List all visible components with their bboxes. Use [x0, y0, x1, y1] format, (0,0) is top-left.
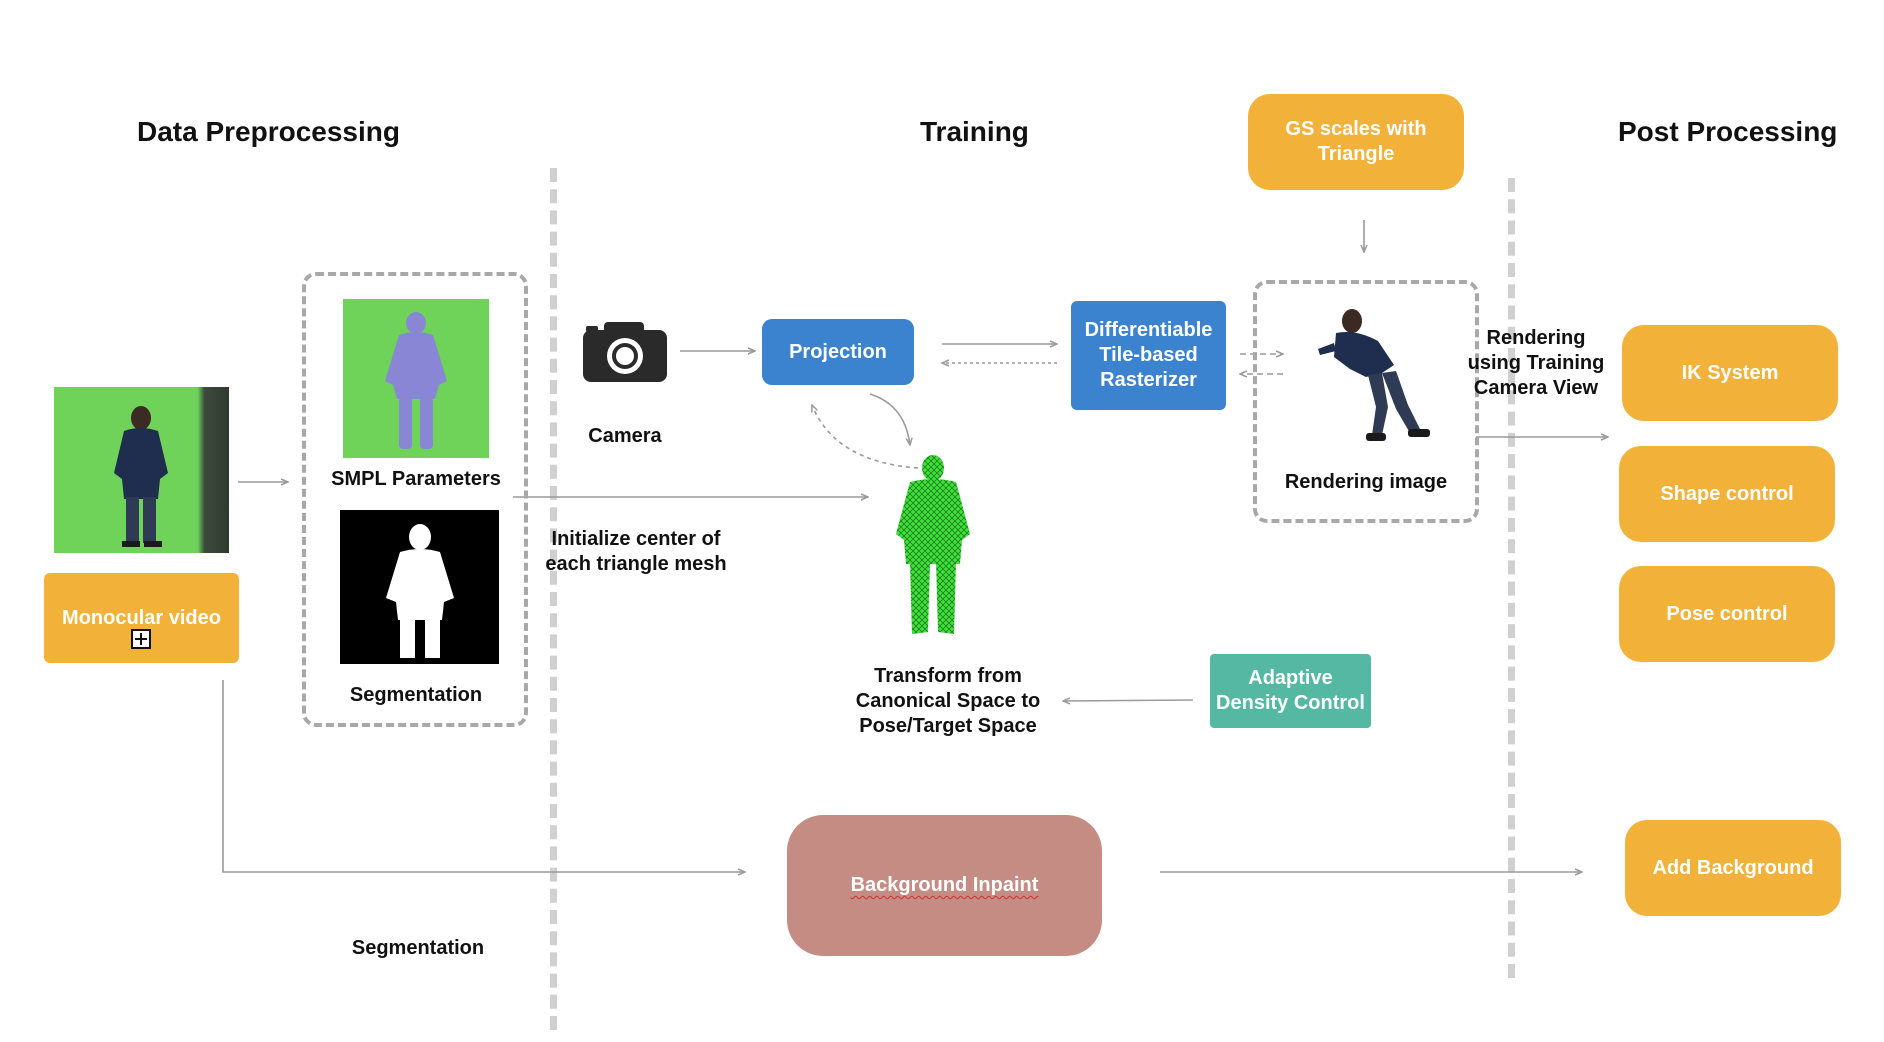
camera-label: Camera — [588, 425, 662, 447]
smpl-body-figure — [385, 312, 447, 449]
rendered-person-image — [1316, 303, 1436, 447]
rasterizer-label: Differentiable Tile-based Rasterizer — [1084, 319, 1213, 391]
pose-control-box: Pose control — [1619, 566, 1835, 662]
smpl-parameters-label: SMPL Parameters — [331, 468, 501, 490]
pose-control-label: Pose control — [1666, 602, 1788, 625]
adaptive-density-label: Adaptive Density Control — [1216, 667, 1365, 714]
rendering-image-label: Rendering image — [1284, 471, 1448, 493]
background-inpaint-label: Background Inpaint — [850, 874, 1039, 896]
ik-system-box: IK System — [1622, 325, 1838, 421]
triangle-mesh-figure — [880, 452, 986, 642]
preprocessing-frame — [302, 272, 528, 727]
projection-label: Projection — [789, 340, 887, 363]
arrow-adaptive-to-transform — [1063, 700, 1194, 701]
arrow-projection-to-mesh — [869, 393, 910, 445]
arrow-mesh-to-projection — [812, 405, 919, 469]
segmentation-label: Segmentation — [349, 684, 483, 706]
adaptive-density-box: Adaptive Density Control — [1210, 654, 1371, 728]
rendering-view-label: Rendering using Training Camera View — [1467, 327, 1605, 399]
monocular-video-label: Monocular video — [62, 606, 221, 629]
gs-scales-label: GS scales with Triangle — [1285, 118, 1427, 165]
ik-system-label: IK System — [1681, 361, 1779, 384]
projection-box: Projection — [762, 319, 914, 385]
segmentation-silhouette — [386, 524, 454, 658]
segmentation-bottom-label: Segmentation — [351, 937, 485, 959]
add-background-label: Add Background — [1652, 856, 1814, 879]
smpl-parameters-image — [343, 299, 489, 458]
shape-control-box: Shape control — [1619, 446, 1835, 542]
shape-control-label: Shape control — [1660, 482, 1794, 505]
rendering-frame — [1253, 280, 1479, 523]
heading-data-preprocessing: Data Preprocessing — [137, 116, 400, 147]
initialize-label: Initialize center of each triangle mesh — [545, 528, 727, 575]
rasterizer-box: Differentiable Tile-based Rasterizer — [1071, 301, 1226, 410]
heading-post-processing: Post Processing — [1618, 116, 1838, 147]
separator-right — [1508, 178, 1515, 978]
monocular-video-frame — [54, 387, 229, 553]
segmentation-mask-image — [340, 510, 499, 664]
rendered-person-figure — [1318, 309, 1430, 441]
gs-scales-box: GS scales with Triangle — [1248, 94, 1464, 190]
background-inpaint-box: Background Inpaint — [787, 815, 1102, 956]
heading-training: Training — [920, 116, 1029, 147]
separator-left — [550, 168, 557, 1030]
person-back-figure — [114, 406, 168, 547]
transform-label: Transform from Canonical Space to Pose/T… — [855, 665, 1041, 737]
expand-icon[interactable] — [131, 629, 151, 649]
add-background-box: Add Background — [1625, 820, 1841, 916]
line-video-to-inpaint — [222, 680, 745, 872]
camera-icon — [582, 320, 668, 384]
